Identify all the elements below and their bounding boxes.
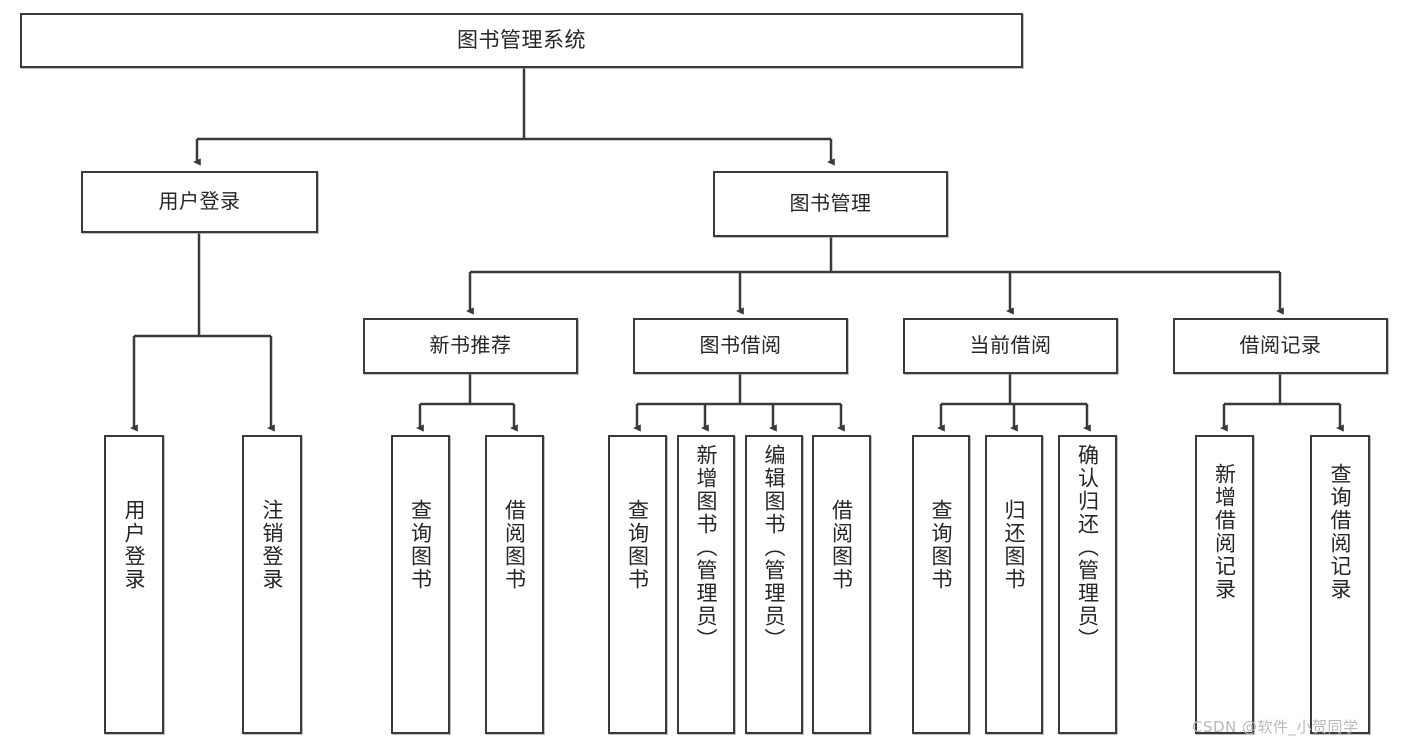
leaf-book-borrow-1-label: 查询图书 xyxy=(625,499,650,591)
node-borrow-record[interactable]: 借阅记录 xyxy=(1173,318,1388,374)
leaf-current-borrow-1-label: 查询图书 xyxy=(929,499,954,591)
leaf-user-login-2-label: 注销登录 xyxy=(260,499,285,591)
leaf-user-login-1-label: 用户登录 xyxy=(122,499,147,591)
leaf-book-borrow-3[interactable]: 编辑图书（管理员） xyxy=(745,435,803,734)
leaf-borrow-record-1[interactable]: 新增借阅记录 xyxy=(1195,435,1254,734)
node-book-borrow-label: 图书借阅 xyxy=(699,333,782,358)
node-user-login[interactable]: 用户登录 xyxy=(81,171,318,233)
node-book-manage[interactable]: 图书管理 xyxy=(713,171,948,237)
leaf-book-borrow-4-label: 借阅图书 xyxy=(829,499,854,591)
leaf-current-borrow-2[interactable]: 归还图书 xyxy=(985,435,1043,734)
node-root-system-label: 图书管理系统 xyxy=(457,28,586,53)
node-new-book-recommend-label: 新书推荐 xyxy=(429,333,512,358)
leaf-new-book-1-label: 查询图书 xyxy=(408,499,433,591)
leaf-book-borrow-4[interactable]: 借阅图书 xyxy=(812,435,871,734)
node-current-borrow[interactable]: 当前借阅 xyxy=(903,318,1118,374)
leaf-current-borrow-2-label: 归还图书 xyxy=(1002,499,1027,591)
node-current-borrow-label: 当前借阅 xyxy=(969,333,1052,358)
leaf-current-borrow-3-label: 确认归还（管理员） xyxy=(1075,444,1100,651)
leaf-book-borrow-3-label: 编辑图书（管理员） xyxy=(762,444,787,651)
csdn-watermark: CSDN @软件_小贺同学 xyxy=(1192,718,1359,736)
leaf-current-borrow-1[interactable]: 查询图书 xyxy=(912,435,970,734)
leaf-borrow-record-2[interactable]: 查询借阅记录 xyxy=(1310,435,1370,734)
node-borrow-record-label: 借阅记录 xyxy=(1239,333,1322,358)
leaf-new-book-2[interactable]: 借阅图书 xyxy=(485,435,544,734)
leaf-new-book-1[interactable]: 查询图书 xyxy=(391,435,450,734)
leaf-borrow-record-2-label: 查询借阅记录 xyxy=(1328,463,1353,601)
leaf-book-borrow-1[interactable]: 查询图书 xyxy=(608,435,667,734)
leaf-book-borrow-2-label: 新增图书（管理员） xyxy=(694,444,719,651)
node-book-borrow[interactable]: 图书借阅 xyxy=(633,318,848,374)
leaf-new-book-2-label: 借阅图书 xyxy=(502,499,527,591)
leaf-book-borrow-2[interactable]: 新增图书（管理员） xyxy=(677,435,735,734)
node-user-login-label: 用户登录 xyxy=(158,189,241,214)
node-book-manage-label: 图书管理 xyxy=(789,191,872,216)
node-new-book-recommend[interactable]: 新书推荐 xyxy=(363,318,578,374)
leaf-user-login-1[interactable]: 用户登录 xyxy=(104,435,164,734)
leaf-user-login-2[interactable]: 注销登录 xyxy=(242,435,302,734)
leaf-current-borrow-3[interactable]: 确认归还（管理员） xyxy=(1058,435,1117,734)
leaf-borrow-record-1-label: 新增借阅记录 xyxy=(1212,463,1237,601)
node-root-system[interactable]: 图书管理系统 xyxy=(20,13,1023,68)
